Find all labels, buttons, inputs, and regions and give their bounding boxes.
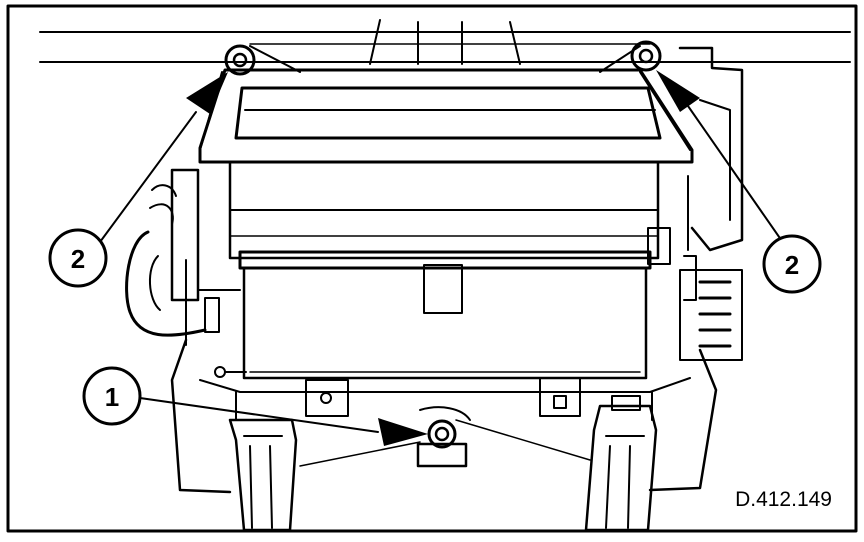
- callout-left-label: 2: [71, 244, 85, 274]
- fastener-bolt-top-left: [224, 44, 256, 76]
- right-bracket: [678, 46, 744, 252]
- arrow-to-bolt-bottom: [378, 418, 428, 446]
- arrow-to-bolt-left: [186, 72, 228, 114]
- callout-left: 2: [48, 228, 108, 288]
- callout-bottom: 1: [82, 366, 142, 426]
- overhead-rails: [39, 19, 851, 65]
- callout-right-label: 2: [785, 250, 799, 280]
- right-support-stand: [584, 395, 658, 532]
- frame-border: [6, 4, 858, 533]
- arrow-to-bolt-right: [656, 70, 700, 112]
- leader-lines: [99, 105, 785, 467]
- fastener-bolt-top-right: [630, 40, 662, 72]
- right-louvers: [679, 255, 743, 361]
- housing-top-frame: [198, 45, 694, 164]
- heater-core-body: [228, 160, 671, 380]
- figure-reference: D.412.149: [735, 488, 832, 511]
- callout-bottom-label: 1: [105, 382, 119, 412]
- callout-right: 2: [762, 234, 822, 294]
- fastener-bolt-bottom: [427, 419, 457, 449]
- left-ducts: [125, 168, 247, 378]
- left-support-stand: [228, 418, 298, 532]
- lower-housing: [170, 338, 718, 494]
